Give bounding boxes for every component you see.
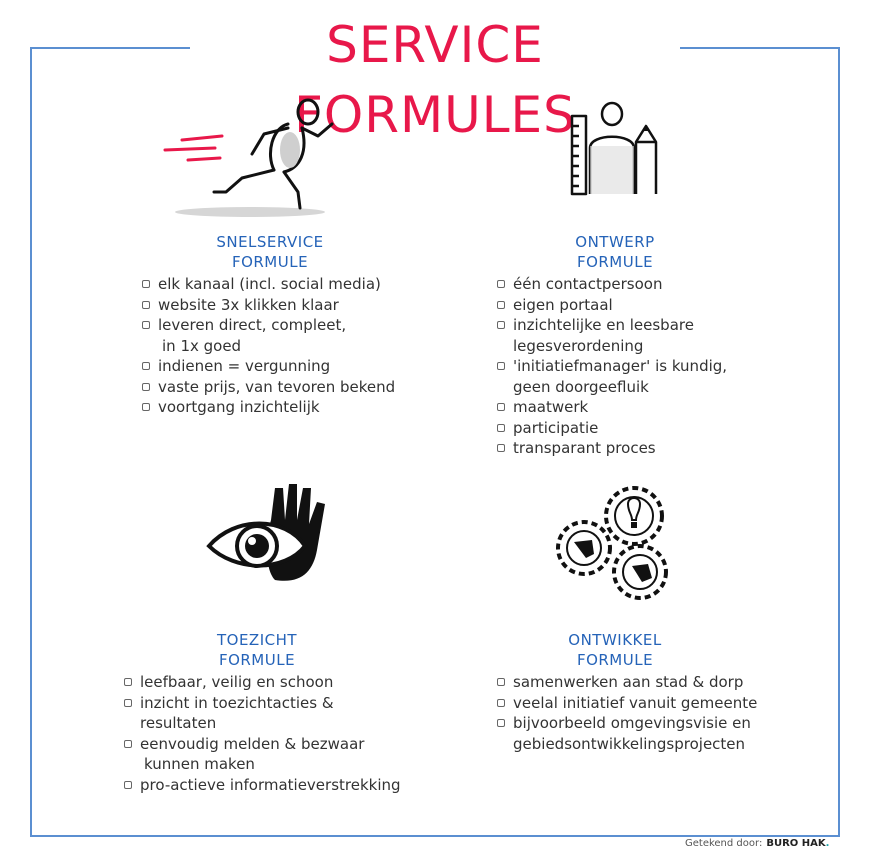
list-item: pro-actieve informatieverstrekking: [122, 775, 442, 796]
ruler-person-pencil-icon: [570, 101, 658, 196]
section-snelservice: SNELSERVICE FORMULE elk kanaal (incl. so…: [140, 232, 440, 418]
list-item: leveren direct, compleet,in 1x goed: [140, 315, 440, 356]
eye-hand-icon: [206, 484, 325, 581]
credit-dot: .: [825, 838, 830, 849]
gears-lightbulbs-icon: [556, 486, 668, 600]
list-item: website 3x klikken klaar: [140, 295, 440, 316]
section-subtitle: FORMULE: [576, 651, 654, 669]
credit-brand: BURO HAK: [766, 838, 826, 849]
list-item: elk kanaal (incl. social media): [140, 274, 440, 295]
bullet-list: leefbaar, veilig en schoon inzicht in to…: [122, 672, 442, 795]
section-subtitle: FORMULE: [231, 253, 309, 271]
list-item: maatwerk: [495, 397, 815, 418]
list-item: eigen portaal: [495, 295, 815, 316]
bullet-list: één contactpersoon eigen portaal inzicht…: [495, 274, 815, 459]
bullet-list: samenwerken aan stad & dorp veelal initi…: [495, 672, 815, 754]
list-item: inzicht in toezichtacties &resultaten: [122, 693, 442, 734]
list-item: vaste prijs, van tevoren bekend: [140, 377, 440, 398]
section-title: SNELSERVICE: [216, 233, 324, 251]
list-item: veelal initiatief vanuit gemeente: [495, 693, 815, 714]
list-item: transparant proces: [495, 438, 815, 459]
section-toezicht: TOEZICHT FORMULE leefbaar, veilig en sch…: [122, 630, 442, 795]
section-subtitle: FORMULE: [576, 253, 654, 271]
section-ontwerp: ONTWERP FORMULE één contactpersoon eigen…: [495, 232, 815, 459]
running-person-icon: [163, 98, 334, 217]
section-ontwikkel: ONTWIKKEL FORMULE samenwerken aan stad &…: [495, 630, 815, 754]
credit-line: Getekend door:BURO HAK.: [685, 838, 829, 849]
list-item: 'initiatiefmanager' is kundig,geen doorg…: [495, 356, 815, 397]
list-item: voortgang inzichtelijk: [140, 397, 440, 418]
page-title: SERVICE FORMULES: [190, 10, 680, 144]
list-item: samenwerken aan stad & dorp: [495, 672, 815, 693]
list-item: leefbaar, veilig en schoon: [122, 672, 442, 693]
section-title: ONTWERP: [575, 233, 655, 251]
section-subtitle: FORMULE: [218, 651, 296, 669]
section-title: ONTWIKKEL: [568, 631, 662, 649]
credit-prefix: Getekend door:: [685, 838, 763, 849]
list-item: één contactpersoon: [495, 274, 815, 295]
bullet-list: elk kanaal (incl. social media) website …: [140, 274, 440, 418]
list-item: indienen = vergunning: [140, 356, 440, 377]
section-title: TOEZICHT: [216, 631, 298, 649]
list-item: participatie: [495, 418, 815, 439]
